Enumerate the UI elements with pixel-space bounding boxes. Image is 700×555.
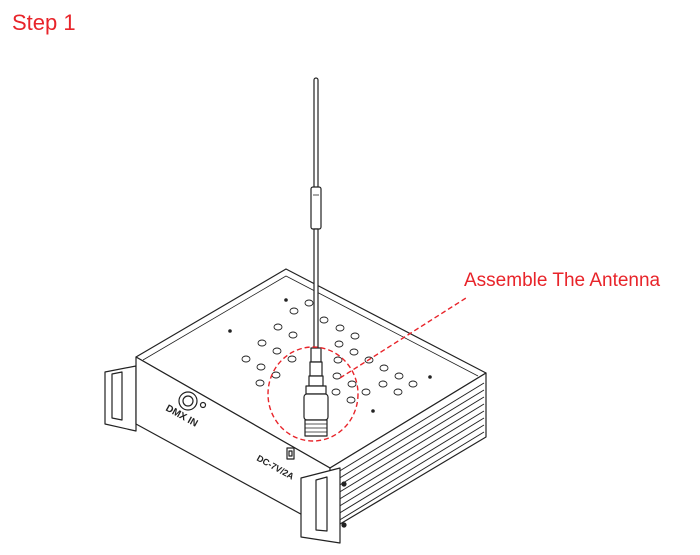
side-vent-ribs [338, 383, 484, 521]
callout-label: Assemble The Antenna [464, 270, 661, 291]
top-panel-screws [228, 298, 432, 413]
left-rack-ear [105, 366, 136, 431]
callout-marker [268, 298, 466, 441]
right-rack-ear [301, 468, 346, 543]
dmx-connector-icon [179, 392, 206, 410]
power-port-icon [287, 448, 294, 459]
antenna-icon [304, 78, 328, 436]
step-title: Step 1 [12, 10, 76, 35]
top-panel-holes [242, 300, 417, 403]
